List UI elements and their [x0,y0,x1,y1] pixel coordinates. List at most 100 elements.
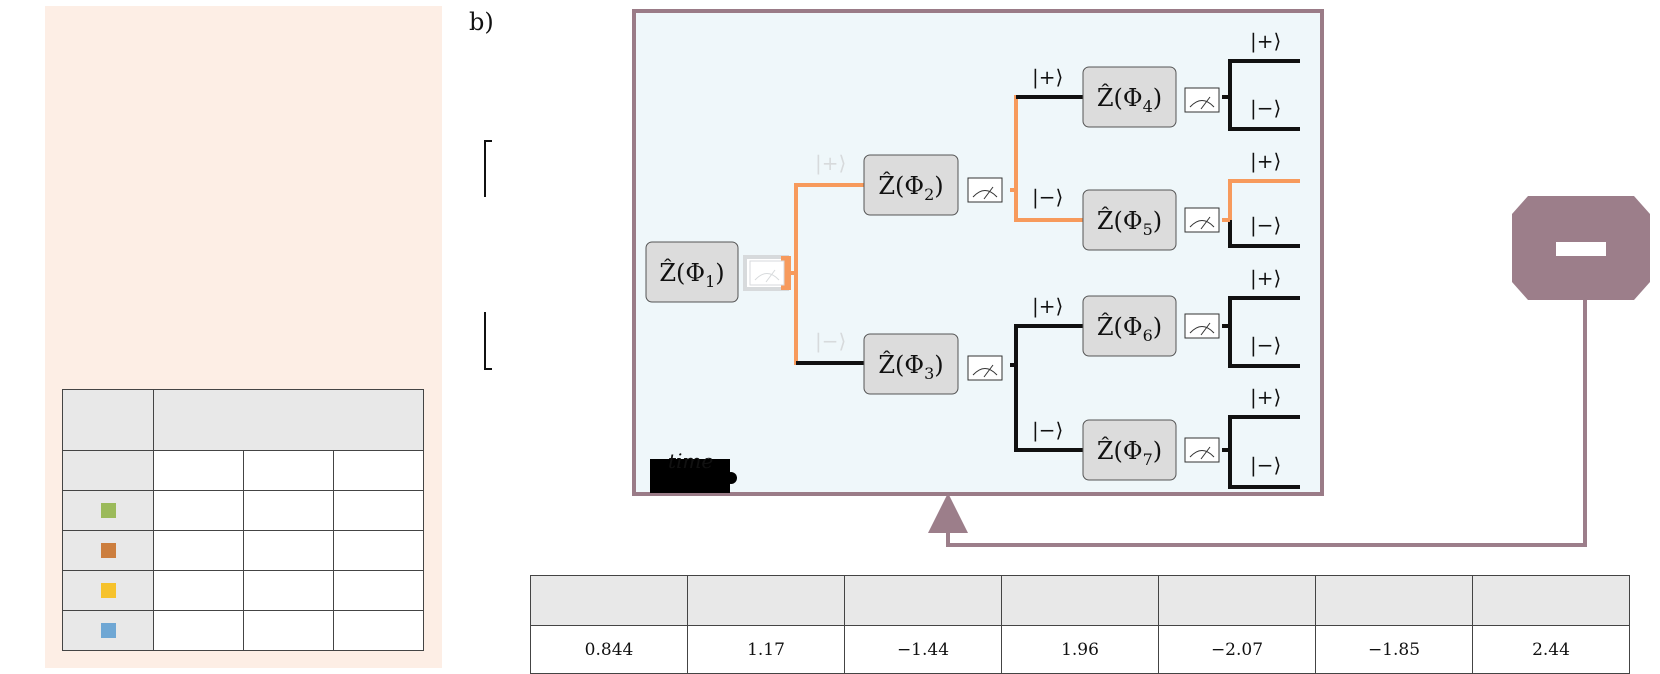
phase-value-cell: −1.44 [844,625,1002,674]
phase-node-label: Ẑ(Φ3) [878,350,943,383]
meter-needle [983,186,994,200]
phase-header-cell [687,575,845,626]
feedback-line [928,282,1587,547]
phase-node-label: Ẑ(Φ1) [659,258,724,291]
meter-needle [765,269,776,283]
ket-plus-label: |+⟩ [1250,385,1281,410]
legend-header-corner [62,389,154,451]
wire-branch [1010,324,1085,367]
phase-node-label: Ẑ(Φ4) [1097,83,1162,116]
legend-cell [333,530,424,571]
ket-minus-label: |−⟩ [815,329,846,354]
legend-cell [333,570,424,611]
meter-arc [1189,326,1215,334]
meter-needle [1200,322,1211,336]
measurement-meters [749,87,1220,463]
meter-needle [1200,216,1211,230]
phase-node-label: Ẑ(Φ6) [1097,312,1162,345]
blue-swatch [100,623,116,638]
meter-arc [972,368,998,376]
phase-value-cell: −2.07 [1158,625,1316,674]
legend-cell [153,530,244,571]
leaf-wire [1228,220,1300,248]
phase-nodes: Ẑ(Φ1)Ẑ(Φ2)Ẑ(Φ3)Ẑ(Φ4)Ẑ(Φ5)Ẑ(Φ6)Ẑ(Φ7) [645,66,1177,481]
wire-branch [791,183,866,275]
meter-needle [1200,446,1211,460]
phase-value-cell: −1.85 [1315,625,1473,674]
bracket-bottom [484,312,492,370]
orange-swatch [100,543,116,558]
ket-labels: |+⟩|−⟩|+⟩|−⟩|+⟩|−⟩|+⟩|−⟩|+⟩|−⟩|+⟩|−⟩|+⟩|… [815,29,1281,478]
phase-node-2 [863,154,959,216]
legend-row-key [62,530,154,571]
ket-minus-label: |−⟩ [1032,418,1063,443]
legend-subheader-cell [333,450,424,491]
phase-node-label: Ẑ(Φ7) [1097,436,1162,469]
phase-node-5 [1082,189,1177,251]
legend-cell [153,570,244,611]
legend-header-span [153,389,424,451]
phase-node-7 [1082,419,1177,481]
yellow-swatch [100,583,116,598]
ket-minus-label: |−⟩ [1250,333,1281,358]
legend-subheader-cell [243,450,334,491]
phase-value-cell: 1.17 [687,625,845,674]
phase-node-4 [1082,66,1177,128]
meter-arc [1189,100,1215,108]
leaf-wire [1228,450,1300,489]
meter-needle [1200,96,1211,110]
ket-plus-label: |+⟩ [815,151,846,176]
meter-icon [1184,313,1220,339]
ket-plus-label: |+⟩ [1032,294,1063,319]
legend-cell [153,490,244,531]
ket-plus-label: |+⟩ [1032,65,1063,90]
meter-icon [967,355,1003,381]
meter-icon [1184,87,1220,113]
phase-header-cell [1315,575,1473,626]
phase-header-cell [1158,575,1316,626]
phase-value-cell: 0.844 [530,625,688,674]
meter-icon [1184,437,1220,463]
phase-value-cell: 2.44 [1472,625,1630,674]
leaf-wire [1228,326,1300,368]
ket-minus-label: |−⟩ [1250,453,1281,478]
meter-arc [972,190,998,198]
meter-arc [1189,220,1215,228]
phase-header-cell [1472,575,1630,626]
panel-label: b) [469,8,494,36]
meter-arc [754,273,780,281]
wire-branch [1014,365,1085,452]
time-tag [650,459,730,493]
time-label: time [668,449,713,473]
green-swatch [100,503,116,518]
meter-needle [983,364,994,378]
phase-header-cell [530,575,688,626]
highlight-bar [781,256,791,290]
legend-row-key [62,570,154,611]
legend-subheader-corner [62,450,154,491]
phase-node-3 [863,333,959,395]
legend-table [62,389,424,651]
ket-plus-label: |+⟩ [1250,149,1281,174]
phase-value-cell: 1.96 [1001,625,1159,674]
legend-cell [243,610,334,651]
legend-cell [333,610,424,651]
meter-icon [1184,207,1220,233]
ket-plus-label: |+⟩ [1250,266,1281,291]
left-panel [45,6,442,668]
monitor-icon [1512,196,1650,300]
legend-cell [243,530,334,571]
time-tag-knob [725,472,737,484]
phase-node-1 [645,241,739,303]
meter-icon [749,260,785,286]
ket-minus-label: |−⟩ [1250,96,1281,121]
phase-header-cell [844,575,1002,626]
phase-header-cell [1001,575,1159,626]
legend-cell [243,490,334,531]
leaf-wire [1228,97,1300,131]
phase-node-label: Ẑ(Φ2) [878,171,943,204]
phase-node-6 [1082,295,1177,357]
ket-minus-label: |−⟩ [1032,185,1063,210]
